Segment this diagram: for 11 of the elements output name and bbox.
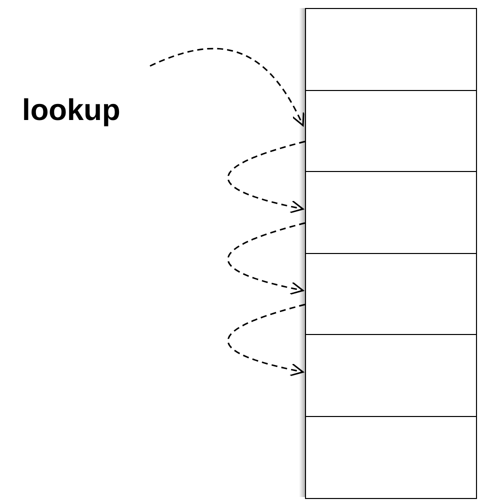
lookup-label: lookup (22, 96, 120, 126)
table-row (305, 416, 477, 498)
dashed-arrow (227, 304, 306, 376)
table-row (305, 252, 477, 336)
dashed-arrow (227, 140, 306, 214)
dashed-arrow (227, 222, 306, 295)
table-row (305, 90, 477, 172)
table-row (305, 334, 477, 417)
table-row (305, 171, 477, 254)
table-row (305, 8, 477, 91)
dashed-arrow (150, 48, 304, 126)
